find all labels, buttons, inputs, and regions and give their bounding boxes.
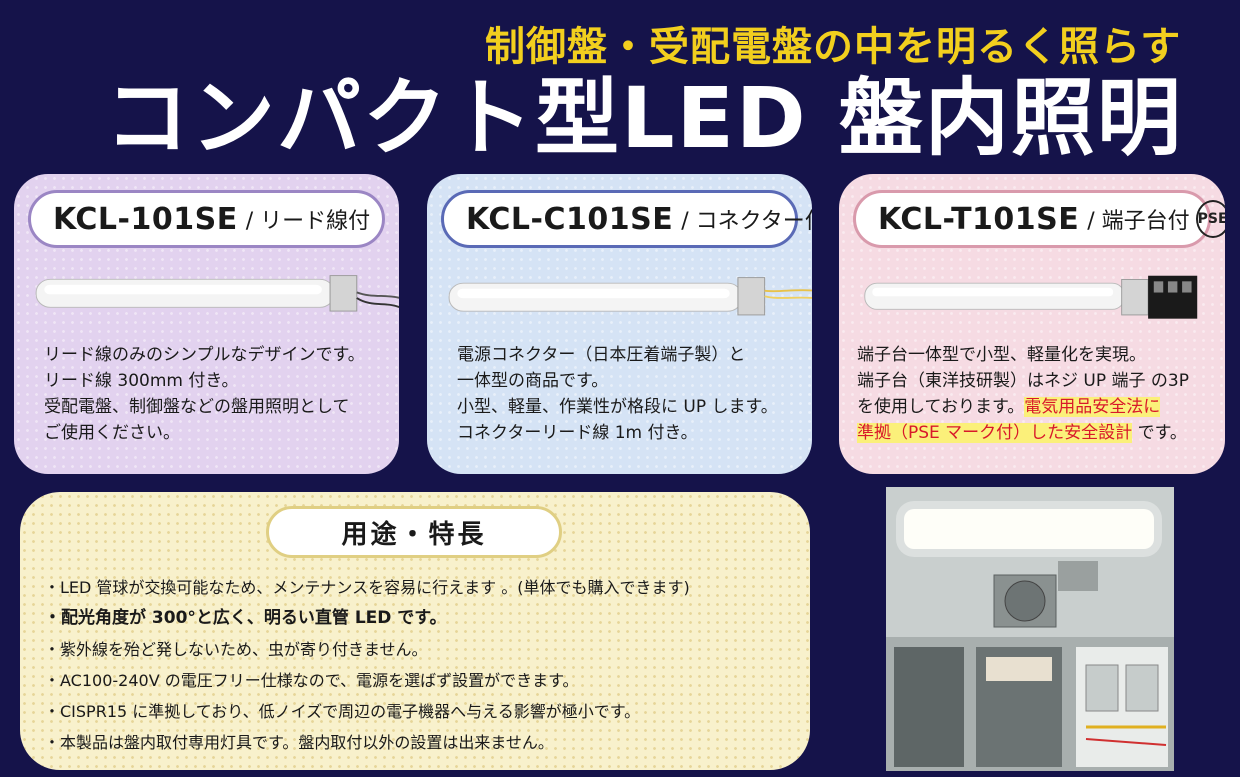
product-model: KCL-101SE bbox=[53, 201, 238, 237]
led-lamp-image bbox=[864, 275, 1198, 319]
pse-mark-icon: PSE bbox=[1195, 200, 1225, 238]
product-variant: / リード線付 bbox=[245, 209, 371, 234]
feature-item: ・LED 管球が交換可能なため、メンテナンスを容易に行えます 。(単体でも購入で… bbox=[44, 578, 690, 597]
product-model: KCL-T101SE bbox=[878, 201, 1080, 237]
feature-item: ・AC100-240V の電圧フリー仕様なので、電源を選ばず設置ができます。 bbox=[44, 671, 579, 690]
product-description: 端子台一体型で小型、軽量化を実現。 端子台（東洋技研製）はネジ UP 端子 の3… bbox=[857, 345, 1189, 443]
feature-item: ・紫外線を殆ど発しないため、虫が寄り付きません。 bbox=[44, 640, 428, 659]
product-name-pill: KCL-T101SE / 端子台付 PSE bbox=[853, 190, 1225, 248]
product-variant: / コネクター付 bbox=[681, 209, 812, 234]
product-description: 電源コネクター（日本圧着端子製）と 一体型の商品です。 小型、軽量、作業性が格段… bbox=[457, 345, 778, 443]
product-variant: / 端子台付 bbox=[1087, 209, 1190, 234]
subtitle: 制御盤・受配電盤の中を明るく照らす bbox=[485, 24, 1182, 70]
feature-item: ・配光角度が 300°と広く、明るい直管 LED です。 bbox=[44, 608, 447, 628]
product-description: リード線のみのシンプルなデザインです。 リード線 300mm 付き。 受配電盤、… bbox=[44, 345, 365, 443]
led-lamp-image bbox=[448, 277, 812, 316]
features-heading: 用途・特長 bbox=[266, 506, 562, 558]
features-list: ・LED 管球が交換可能なため、メンテナンスを容易に行えます 。(単体でも購入で… bbox=[44, 572, 800, 758]
led-lamp-image bbox=[35, 275, 399, 312]
feature-item: ・CISPR15 に準拠しており、低ノイズで周辺の電子機器へ与える影響が極小です… bbox=[44, 702, 641, 721]
page-title: コンパクト型LED 盤内照明 bbox=[105, 69, 1183, 167]
product-model: KCL-C101SE bbox=[466, 201, 674, 237]
product-card-terminal-block: KCL-T101SE / 端子台付 PSE 端子台一体型で小型、軽量化を実現。 … bbox=[839, 174, 1225, 474]
features-panel: 用途・特長 ・LED 管球が交換可能なため、メンテナンスを容易に行えます 。(単… bbox=[20, 492, 810, 770]
product-card-connector: KCL-C101SE / コネクター付 電源コネクター（日本圧着端子製）と 一体… bbox=[427, 174, 812, 474]
product-name-pill: KCL-101SE / リード線付 bbox=[28, 190, 385, 248]
control-panel-illustration bbox=[886, 487, 1174, 771]
product-name-pill: KCL-C101SE / コネクター付 bbox=[441, 190, 812, 248]
safety-highlight: 電気用品安全法に bbox=[1024, 397, 1161, 417]
product-card-lead-wire: KCL-101SE / リード線付 リード線のみのシンプルなデザインです。 リー… bbox=[14, 174, 399, 474]
safety-highlight: 準拠（PSE マーク付）した安全設計 bbox=[857, 423, 1133, 443]
installation-photo bbox=[886, 487, 1174, 771]
feature-item: ・本製品は盤内取付専用灯具です。盤内取付以外の設置は出来ません。 bbox=[44, 733, 554, 752]
